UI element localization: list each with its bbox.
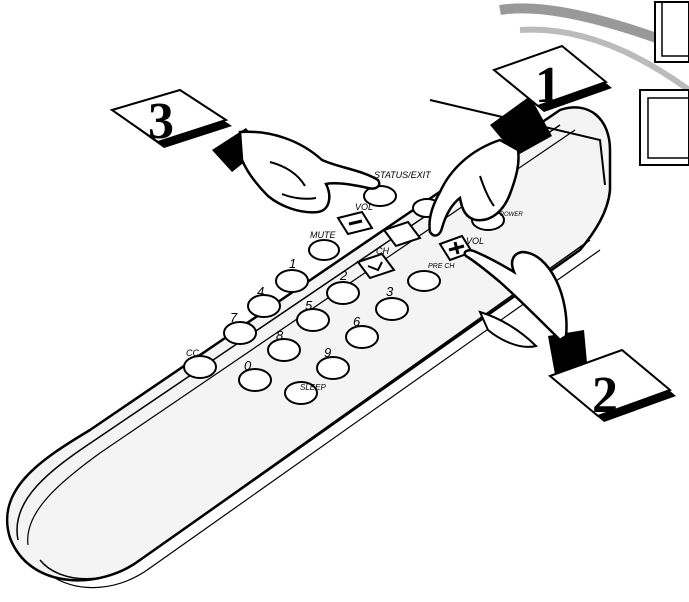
hand-pointer-icon-3 xyxy=(212,128,381,214)
digit-5-button[interactable] xyxy=(296,308,330,332)
vol-down-button[interactable] xyxy=(336,210,374,236)
step-2-number: 2 xyxy=(592,367,618,424)
digit-6-button[interactable] xyxy=(345,325,379,349)
hand-pointer-icon-2 xyxy=(463,249,588,380)
remote-buttons: STATUS/EXIT POWER VOL VOL MUTE CH xyxy=(183,170,523,405)
remote-body xyxy=(5,99,612,589)
digit-7-button[interactable] xyxy=(223,321,257,345)
power-label: POWER xyxy=(500,212,523,218)
center-button[interactable] xyxy=(382,220,422,248)
step-1-number: 1 xyxy=(535,57,561,114)
cc-label: CC xyxy=(186,348,199,358)
sleep-button[interactable] xyxy=(284,381,318,405)
digit-7-label: 7 xyxy=(230,310,238,325)
digit-3-label: 3 xyxy=(386,284,394,299)
digit-4-label: 4 xyxy=(257,284,264,299)
channel-down-icon xyxy=(367,261,383,272)
digit-1-button[interactable] xyxy=(275,269,309,293)
digit-2-label: 2 xyxy=(339,268,348,283)
prev-ch-label: PRE CH xyxy=(428,263,455,270)
digit-0-button[interactable] xyxy=(238,368,272,392)
mute-label: MUTE xyxy=(310,230,336,240)
step-3-marker: 3 xyxy=(109,88,232,150)
status-exit-label: STATUS/EXIT xyxy=(374,170,432,180)
hand-pointer-icon-1 xyxy=(428,96,552,237)
vol-up-label: VOL xyxy=(466,236,484,246)
digit-8-label: 8 xyxy=(276,328,284,343)
digit-2-button[interactable] xyxy=(326,281,360,305)
vol-down-label: VOL xyxy=(355,202,373,212)
sleep-label: SLEEP xyxy=(300,383,326,392)
ch-label: CH xyxy=(376,246,389,256)
digit-1-label: 1 xyxy=(289,256,296,271)
digit-9-button[interactable] xyxy=(316,356,350,380)
minus-icon xyxy=(348,219,363,226)
tv-corner xyxy=(499,1,689,166)
step-2-marker: 2 xyxy=(548,348,676,424)
step-3-number: 3 xyxy=(148,93,174,150)
mute-button[interactable] xyxy=(308,239,340,261)
step-1-marker: 1 xyxy=(491,44,612,114)
digit-9-label: 9 xyxy=(324,345,331,360)
digit-4-button[interactable] xyxy=(247,294,281,318)
digit-3-button[interactable] xyxy=(375,297,409,321)
ch-down-button[interactable] xyxy=(356,252,396,280)
digit-5-label: 5 xyxy=(305,298,313,313)
cc-button[interactable] xyxy=(183,355,217,379)
digit-8-button[interactable] xyxy=(267,338,301,362)
digit-6-label: 6 xyxy=(353,314,361,329)
prev-ch-button[interactable] xyxy=(407,270,441,292)
digit-0-label: 0 xyxy=(244,358,252,373)
